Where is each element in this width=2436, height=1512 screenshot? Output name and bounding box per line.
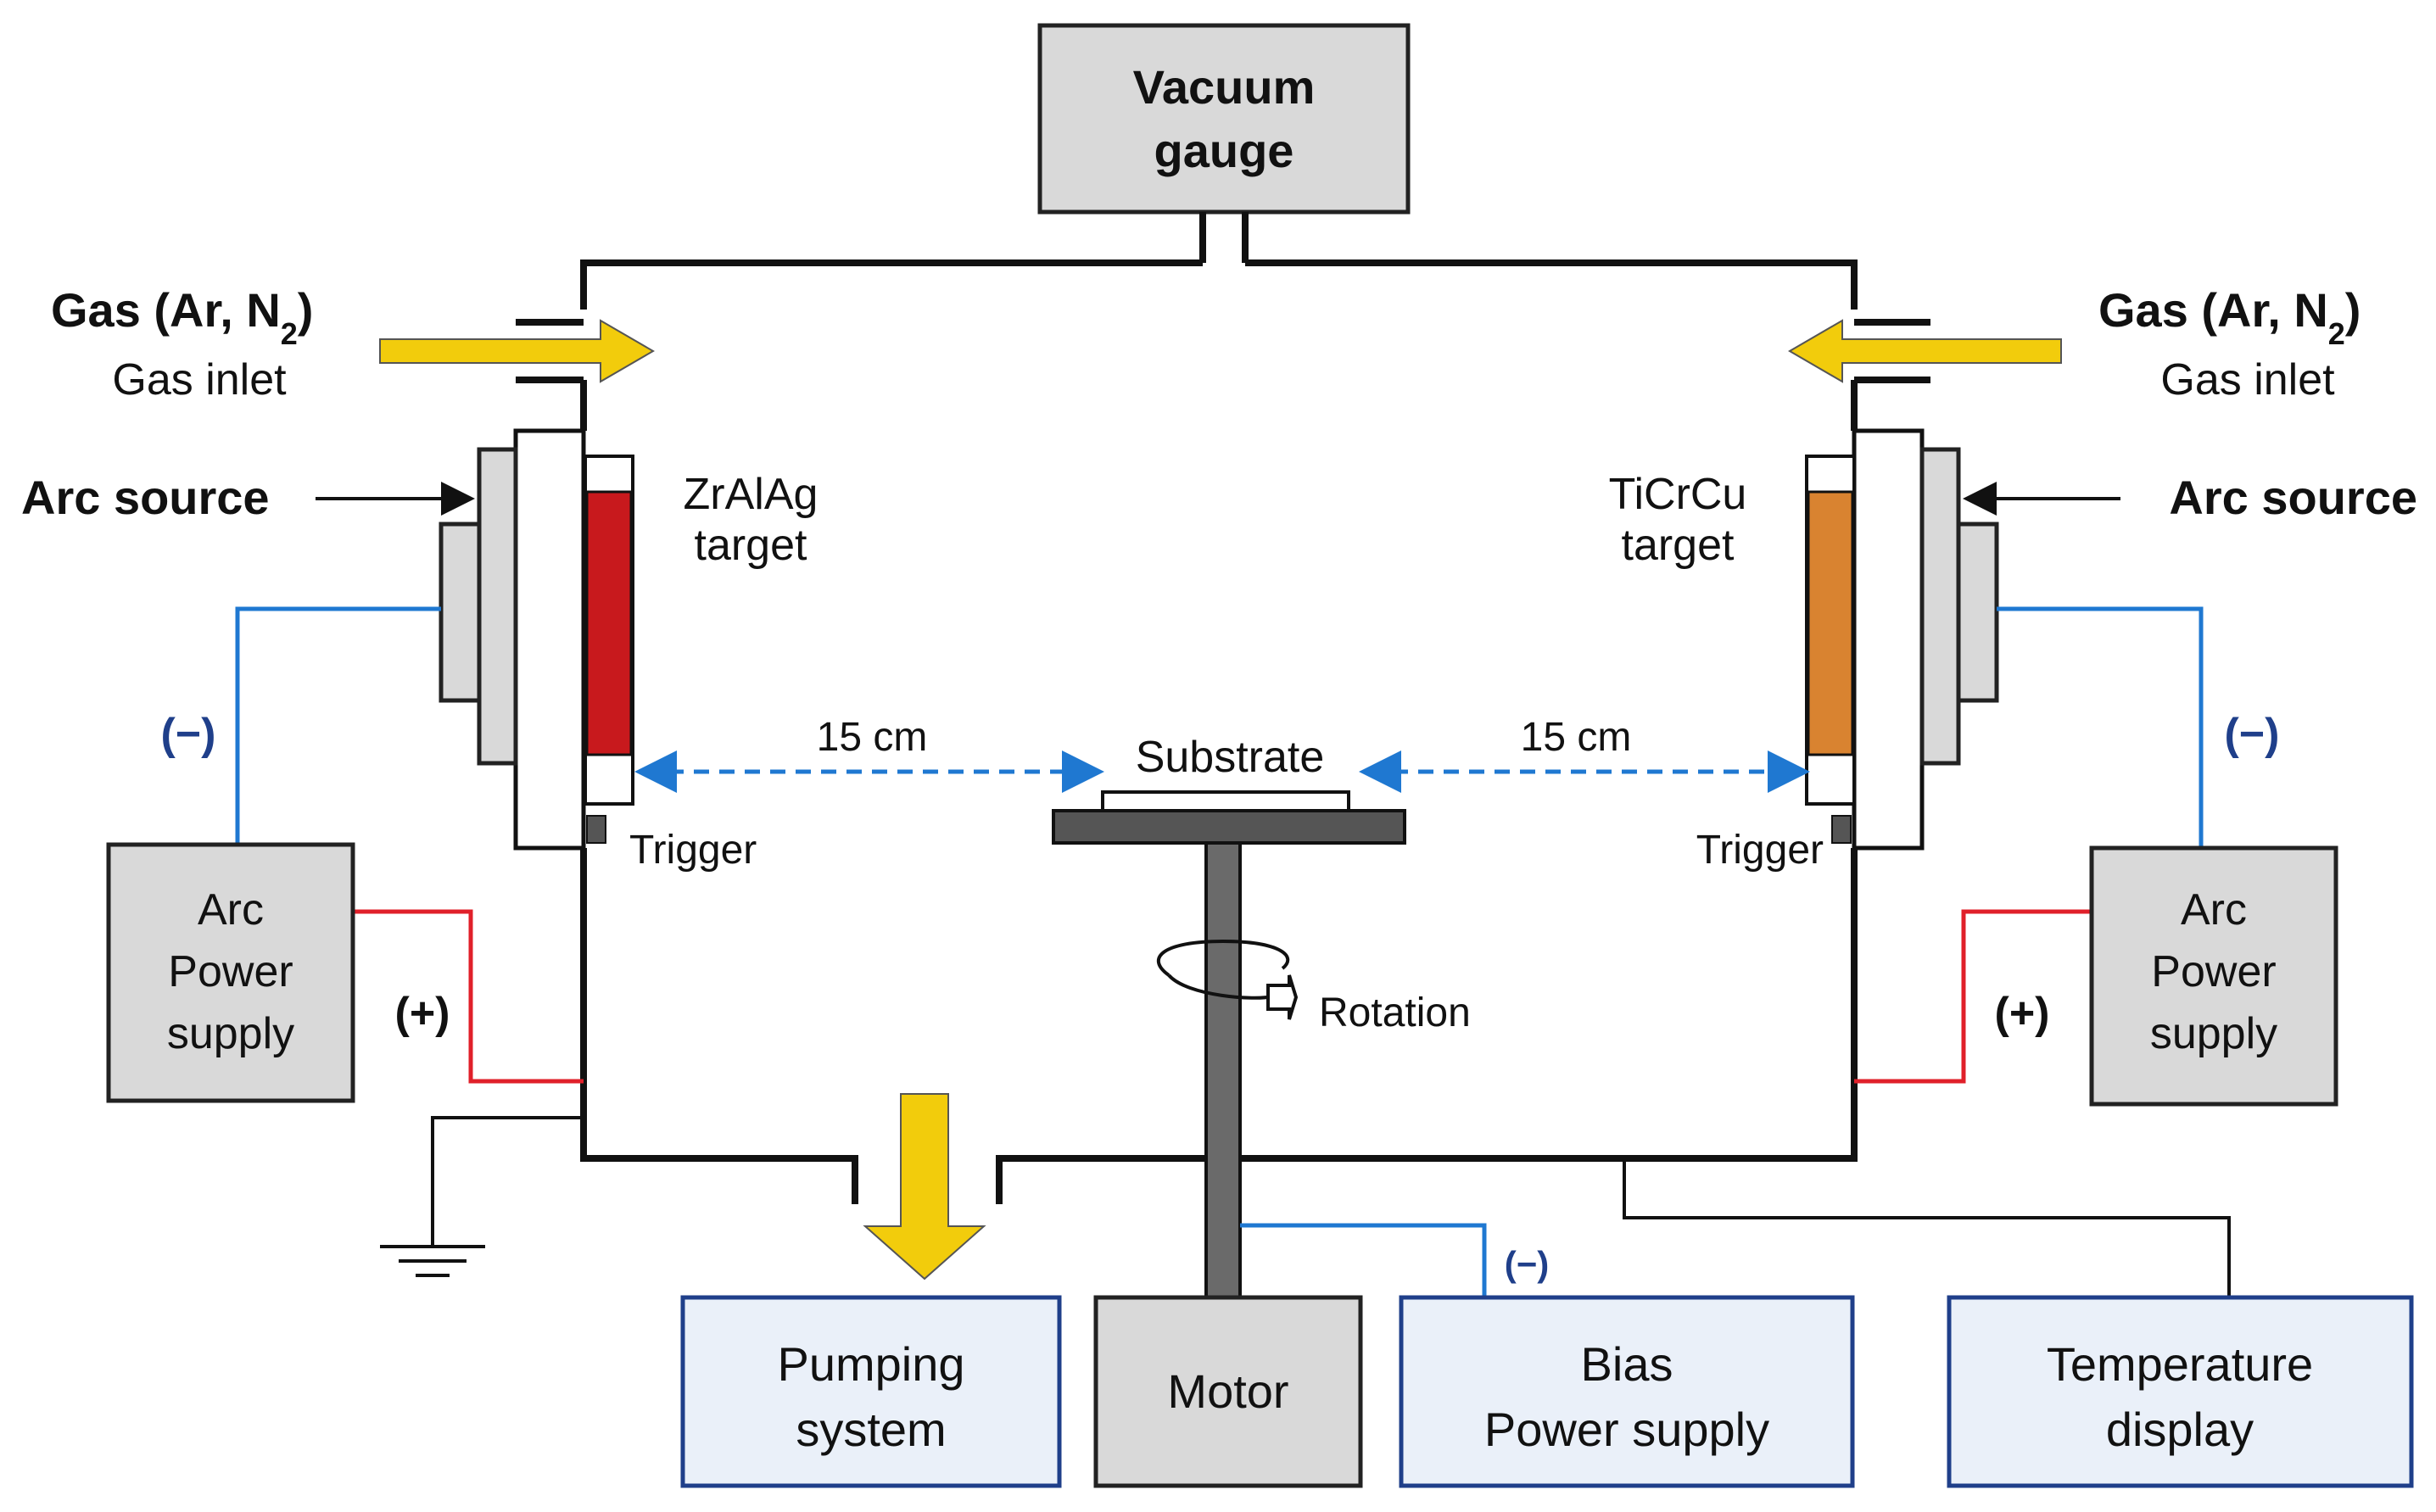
chamber-bottom-right: [996, 848, 1858, 1204]
chamber-top-right: [1245, 259, 1858, 310]
vacuum-gauge-box: Vacuum gauge: [1037, 23, 1411, 215]
substrate-label: Substrate: [1136, 733, 1325, 782]
substrate-holder: [1052, 809, 1406, 845]
vacuum-gauge-label-2: gauge: [1154, 124, 1294, 177]
target-left-block: [585, 490, 633, 756]
polarity-neg-left: (−): [161, 710, 216, 759]
bias-line1: Bias: [1581, 1337, 1673, 1391]
polarity-pos-left: (+): [395, 989, 450, 1038]
polarity-pos-right: (+): [1995, 989, 2050, 1038]
gas-left-label: Gas (Ar, N2): [51, 283, 313, 351]
arc-power-right-line2: Power: [2151, 947, 2276, 996]
arc-source-left-label: Arc source: [21, 471, 270, 524]
motor-box: Motor: [1093, 1295, 1363, 1488]
target-left-label-1: ZrAlAg: [684, 470, 819, 519]
arc-source-left: [439, 428, 634, 851]
pos-wire-left: [355, 909, 584, 1084]
pumping-arrow: [863, 1093, 986, 1280]
trigger-right-block: [1831, 815, 1852, 844]
ground-wire: [431, 1116, 584, 1247]
chamber-bottom-left: [580, 848, 858, 1204]
bias-wire: [1240, 1223, 1487, 1297]
arc-power-right-line3: supply: [2150, 1009, 2277, 1058]
gas-inlet-right-label: Gas inlet: [2160, 355, 2335, 405]
target-right-label-2: target: [1622, 521, 1735, 570]
bias-line2: Power supply: [1484, 1403, 1769, 1456]
rotation-arrow: [1157, 939, 1299, 1020]
target-left-label-2: target: [695, 521, 808, 570]
arc-power-left-line3: supply: [167, 1009, 294, 1058]
arc-power-left-line2: Power: [168, 947, 293, 996]
gas-right-label: Gas (Ar, N2): [2098, 283, 2361, 351]
gas-inlet-left-label: Gas inlet: [112, 355, 287, 405]
target-right-block: [1807, 490, 1854, 756]
arc-source-right: [1805, 428, 1999, 851]
temperature-display-box: Temperature display: [1947, 1295, 2414, 1488]
neg-wire-left: [235, 606, 441, 844]
temperature-wire: [1623, 1158, 2231, 1297]
polarity-bias: (−): [1505, 1244, 1550, 1284]
arc-power-supply-left: Arc Power supply: [106, 842, 355, 1103]
motor-label: Motor: [1167, 1364, 1288, 1418]
arc-source-right-label: Arc source: [2169, 471, 2417, 524]
rotation-label: Rotation: [1319, 990, 1471, 1035]
gas-inlet-left-arrow: [379, 319, 655, 383]
vacuum-gauge-label-1: Vacuum: [1133, 60, 1316, 114]
substrate: [1101, 790, 1350, 812]
temperature-line1: Temperature: [2047, 1337, 2313, 1391]
distance-left-label: 15 cm: [817, 715, 928, 760]
pumping-line2: system: [796, 1403, 946, 1456]
chamber-top-left: [580, 259, 1203, 310]
trigger-left-label: Trigger: [629, 828, 757, 873]
distance-right-label: 15 cm: [1521, 715, 1632, 760]
pumping-line1: Pumping: [777, 1337, 964, 1391]
arc-power-supply-right: Arc Power supply: [2089, 845, 2338, 1107]
temperature-line2: display: [2106, 1403, 2254, 1456]
pos-wire-right: [1854, 909, 2092, 1084]
gas-inlet-right-pipe: [1854, 319, 1930, 383]
neg-wire-right: [1997, 606, 2204, 846]
bias-power-supply-box: Bias Power supply: [1399, 1295, 1855, 1488]
trigger-right-label: Trigger: [1696, 828, 1824, 873]
target-right-label-1: TiCrCu: [1609, 470, 1747, 519]
gas-inlet-left-pipe: [516, 319, 584, 383]
rotation-shaft: [1204, 841, 1242, 1299]
polarity-neg-right: (−): [2225, 710, 2280, 759]
trigger-left-block: [586, 815, 606, 844]
arc-power-right-line1: Arc: [2181, 885, 2247, 935]
gas-inlet-right-arrow: [1788, 319, 2062, 383]
ground-icon: [380, 1245, 485, 1277]
arc-power-left-line1: Arc: [198, 885, 264, 935]
pumping-system-box: Pumping system: [680, 1295, 1062, 1488]
gauge-connector: [1199, 212, 1249, 263]
